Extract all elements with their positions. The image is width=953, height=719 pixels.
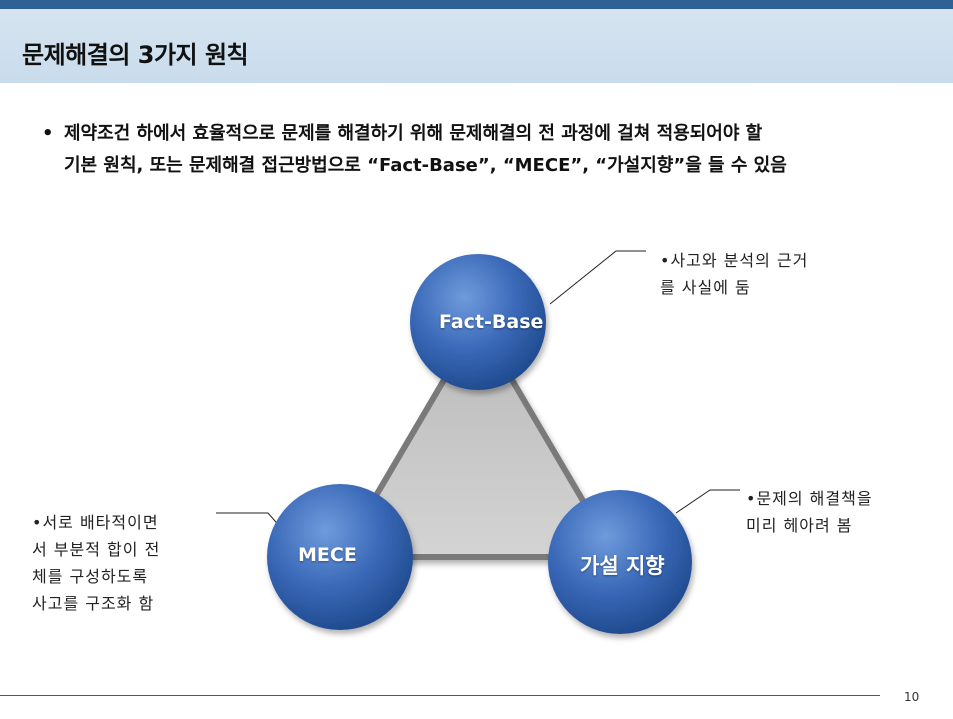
hypothesis-callout-line [675,489,740,514]
fact-base-note: •사고와 분석의 근거 를 사실에 둠 [660,247,808,301]
intro-line-2: 기본 원칙, 또는 문제해결 접근방법으로 “Fact-Base”, “MECE… [64,155,787,176]
fact-base-callout-line [549,250,646,305]
mece-note-line-1: •서로 배타적이면 [32,513,159,532]
hypothesis-label: 가설 지향 [580,554,665,578]
header-band [0,0,953,9]
footer-divider [0,695,880,696]
fact-base-label: Fact-Base [439,311,544,333]
mece-note-line-2: 서 부분적 합이 전 [32,540,161,559]
hypothesis-note: •문제의 해결책을 미리 헤아려 봄 [746,485,873,539]
title-bar: 문제해결의 3가지 원칙 [0,9,953,83]
fact-base-note-line-1: •사고와 분석의 근거 [660,251,809,270]
mece-circle [267,484,413,630]
page-number: 10 [904,690,920,704]
bullet-marker: • [42,123,54,144]
mece-note-line-4: 사고를 구조화 함 [32,594,155,613]
hypothesis-circle [548,490,692,634]
hypothesis-note-line-1: •문제의 해결책을 [746,489,873,508]
fact-base-note-line-2: 를 사실에 둠 [660,278,751,297]
fact-base-circle [410,254,546,390]
connecting-triangle [337,319,619,560]
intro-line-1: 제약조건 하에서 효율적으로 문제를 해결하기 위해 문제해결의 전 과정에 걸… [64,123,763,144]
slide-title: 문제해결의 3가지 원칙 [22,41,249,69]
mece-label: MECE [298,544,357,566]
hypothesis-note-line-2: 미리 헤아려 봄 [746,516,853,535]
mece-note: •서로 배타적이면 서 부분적 합이 전 체를 구성하도록 사고를 구조화 함 [32,509,160,617]
mece-note-line-3: 체를 구성하도록 [32,567,149,586]
